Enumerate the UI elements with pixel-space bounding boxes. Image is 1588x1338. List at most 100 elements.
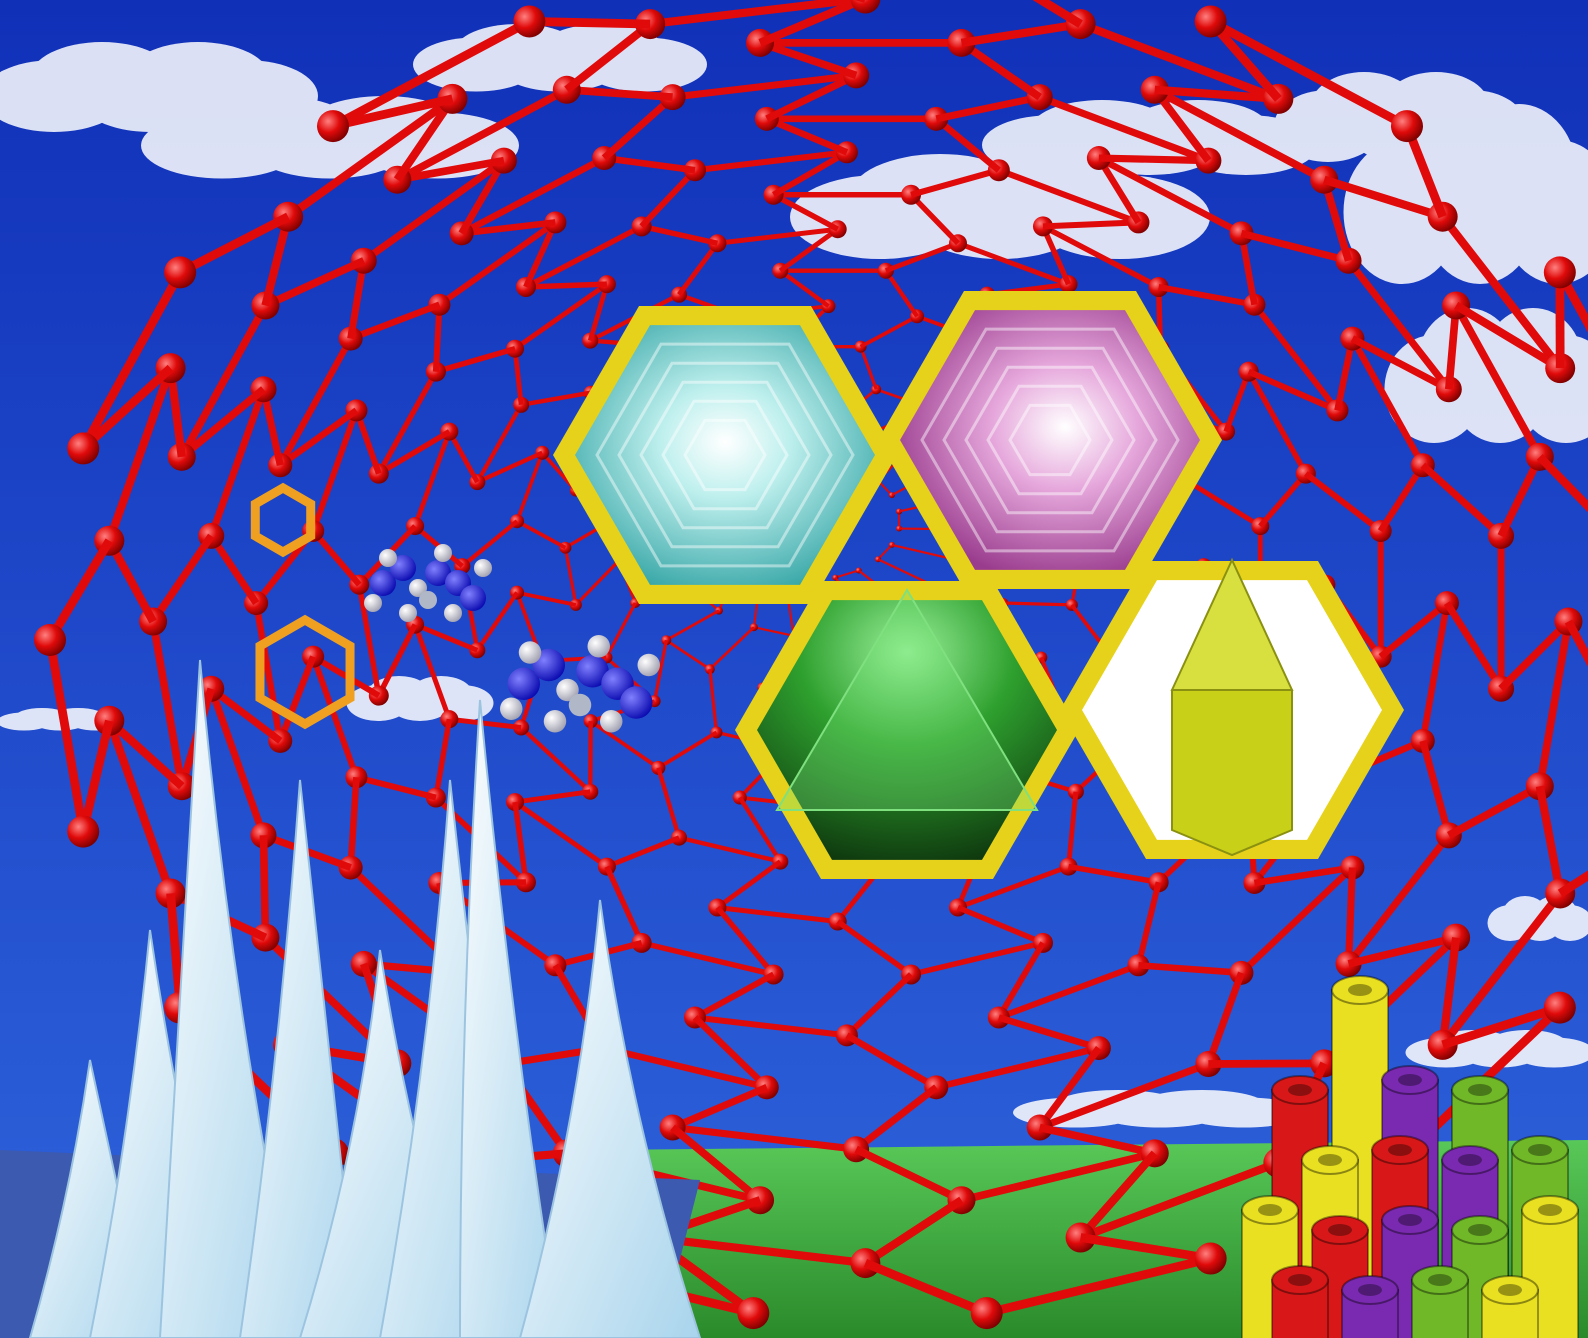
molecule-ball-model bbox=[364, 544, 660, 733]
lattice-bond bbox=[259, 835, 270, 938]
hexagon-panel bbox=[553, 291, 1404, 879]
lattice-bond bbox=[1079, 1233, 1212, 1263]
lattice-bond bbox=[708, 669, 719, 733]
nanorod-hole bbox=[1388, 1144, 1412, 1156]
nanorod-end bbox=[1381, 1205, 1439, 1235]
lattice-atom bbox=[1543, 991, 1576, 1024]
molecule-atom bbox=[600, 710, 623, 733]
lattice-bond bbox=[765, 72, 858, 123]
lattice-bond bbox=[513, 800, 609, 869]
lattice-bond bbox=[910, 940, 1044, 978]
crystal-terrace bbox=[986, 384, 1114, 496]
lattice-bond bbox=[863, 1259, 989, 1318]
molecule-atom bbox=[390, 555, 416, 581]
lattice-bond bbox=[1349, 336, 1426, 467]
hexagon-image bbox=[757, 600, 1057, 860]
lattice-bond bbox=[277, 336, 354, 467]
nanorod-hole bbox=[1328, 1224, 1352, 1236]
lattice-bond bbox=[884, 240, 959, 274]
nanorod-hole bbox=[1288, 1084, 1312, 1096]
molecule-atom bbox=[543, 710, 567, 733]
lattice-bond bbox=[1038, 1060, 1210, 1131]
lattice-bond bbox=[909, 192, 960, 246]
lattice-bond bbox=[656, 767, 682, 839]
cloud-puff bbox=[1513, 1037, 1588, 1068]
benzene-ring-icon bbox=[250, 482, 355, 730]
lattice-bond bbox=[960, 19, 1082, 47]
lattice-bond bbox=[395, 86, 569, 184]
lattice-bond bbox=[149, 533, 215, 624]
lattice-bond bbox=[1223, 370, 1252, 433]
crystal-spike bbox=[0, 659, 702, 1338]
lattice-bond bbox=[1452, 303, 1544, 459]
lattice-bond bbox=[603, 1044, 768, 1091]
lattice-atom bbox=[67, 815, 100, 848]
lattice-bond bbox=[1441, 1003, 1562, 1050]
crystal-terrace bbox=[683, 418, 767, 492]
lattice-atom bbox=[1390, 110, 1423, 143]
lattice-bond bbox=[1097, 155, 1243, 237]
lattice-bond bbox=[863, 1196, 964, 1267]
lattice-bond bbox=[715, 905, 776, 977]
lattice-bond bbox=[1564, 619, 1588, 667]
lattice-bond bbox=[310, 655, 360, 779]
lattice-bond bbox=[772, 149, 849, 198]
nanorod-end bbox=[1481, 1275, 1539, 1305]
nanorod-hole bbox=[1398, 1074, 1422, 1086]
lattice-bond bbox=[589, 719, 660, 770]
lattice-bond bbox=[1041, 223, 1160, 290]
nanorod-end bbox=[1441, 1145, 1499, 1175]
lattice-bond bbox=[1151, 87, 1212, 163]
lattice-bond bbox=[252, 602, 284, 742]
lattice-bond bbox=[1444, 305, 1460, 390]
nanorod-hole bbox=[1398, 1214, 1422, 1226]
lattice-bond bbox=[414, 622, 479, 653]
lattice-bond bbox=[997, 167, 1140, 226]
nanorod-bundle bbox=[1241, 975, 1579, 1338]
lattice-bond bbox=[1187, 479, 1262, 529]
lattice-bond bbox=[1135, 881, 1162, 967]
lattice-bond bbox=[1258, 471, 1308, 528]
cloud-puff bbox=[1499, 140, 1588, 284]
lattice-bond bbox=[601, 94, 675, 161]
lattice-bond bbox=[332, 94, 454, 131]
lattice-bond bbox=[934, 116, 1001, 173]
lattice-bond bbox=[935, 1044, 1100, 1091]
hexagon-image bbox=[900, 310, 1200, 570]
lattice-bond bbox=[1003, 601, 1072, 607]
lattice-bond bbox=[694, 1014, 848, 1039]
lattice-bond bbox=[717, 905, 838, 924]
lattice-bond bbox=[772, 192, 839, 232]
lattice-bond bbox=[310, 409, 360, 533]
lattice-bond bbox=[514, 789, 591, 805]
lattice-bond bbox=[985, 1254, 1212, 1318]
lattice-bond bbox=[1345, 258, 1452, 392]
nanorod-end bbox=[1341, 1275, 1399, 1305]
lattice-bond bbox=[179, 386, 266, 460]
crystal-spike bbox=[518, 899, 702, 1338]
lattice-bond bbox=[564, 20, 653, 93]
lattice-bond bbox=[672, 71, 857, 101]
lattice-bond bbox=[376, 370, 439, 476]
lattice-bond bbox=[330, 17, 532, 130]
molecule-atom bbox=[444, 604, 462, 622]
crystal-spike bbox=[458, 699, 562, 1338]
lattice-bond bbox=[1253, 864, 1353, 887]
lattice-bond bbox=[207, 687, 267, 837]
benzene-ring bbox=[255, 614, 355, 730]
nanorod-hole bbox=[1318, 1154, 1342, 1166]
lattice-bond bbox=[1096, 156, 1142, 225]
lattice-bond bbox=[1498, 618, 1572, 692]
lattice-bond bbox=[376, 623, 418, 697]
lattice-bond bbox=[1208, 1059, 1325, 1068]
lattice-bond bbox=[1535, 785, 1565, 895]
lattice-bond bbox=[1453, 301, 1563, 372]
lattice-bond bbox=[836, 919, 913, 977]
molecule-atom bbox=[379, 549, 397, 567]
lattice-bond bbox=[1040, 225, 1072, 286]
nanorod-hole bbox=[1538, 1204, 1562, 1216]
nanorod-hole bbox=[1428, 1274, 1452, 1286]
lattice-bond bbox=[105, 366, 175, 543]
lattice-bond bbox=[778, 227, 840, 273]
